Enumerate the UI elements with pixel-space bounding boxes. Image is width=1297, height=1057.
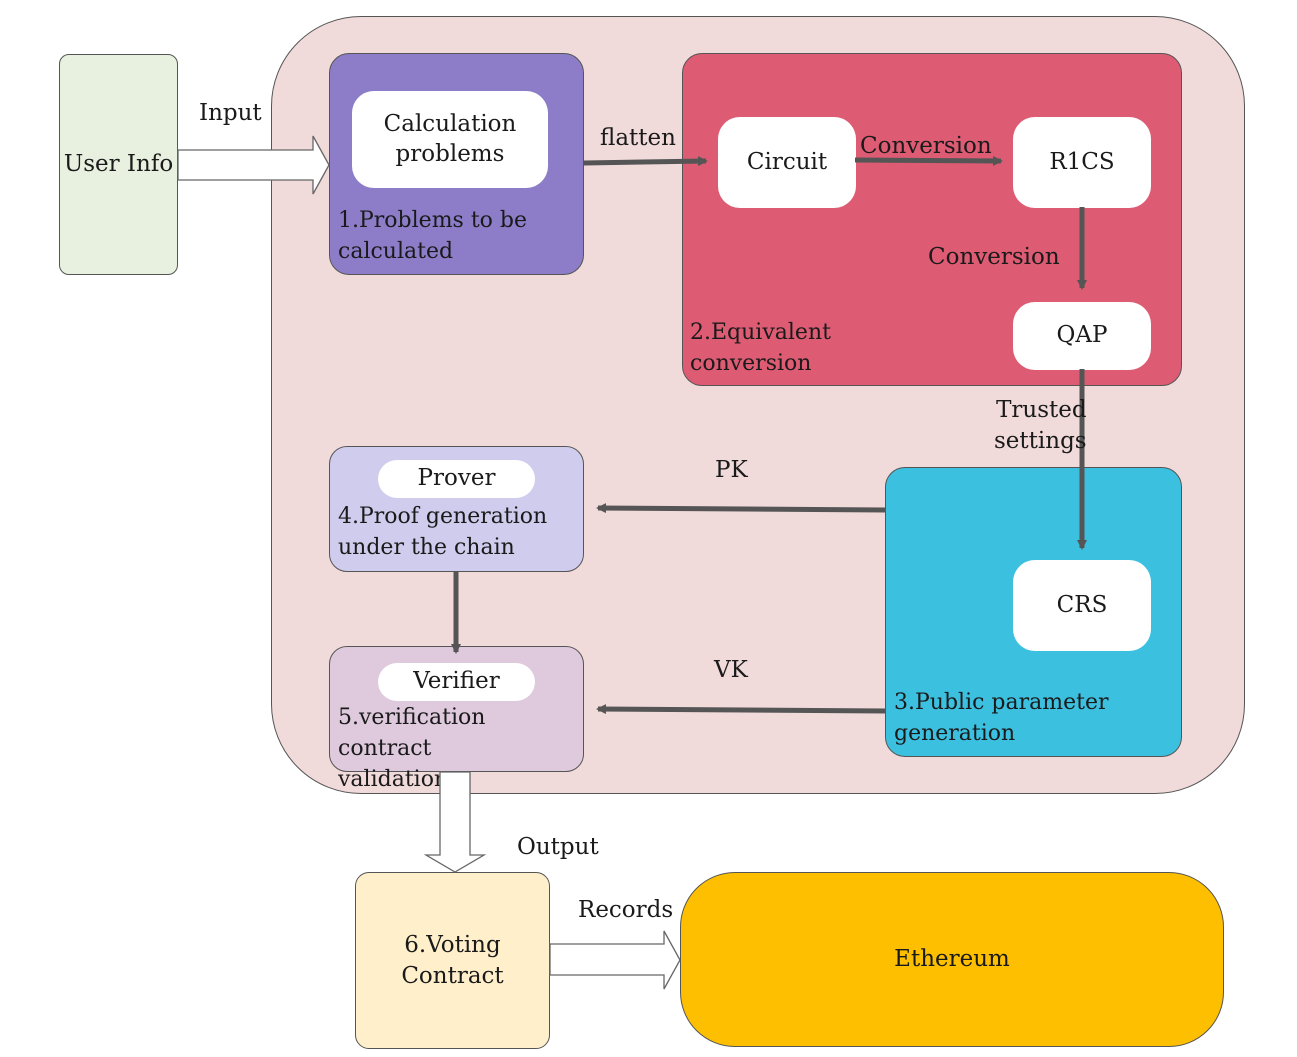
r1cs-node: R1CS (1013, 117, 1151, 208)
output-edge-label: Output (517, 834, 599, 860)
pk-arrow (596, 503, 886, 514)
stage4-panel: Prover 4.Proof generation under the chai… (329, 446, 584, 572)
output-arrow (423, 771, 487, 873)
qap-node: QAP (1013, 302, 1151, 370)
vk-edge-label: VK (714, 657, 748, 683)
stage5-panel: Verifier 5.verification contract validat… (329, 646, 584, 792)
ethereum-label: Ethereum (894, 946, 1010, 972)
stage3-panel: CRS 3.Public parameter generation (885, 467, 1182, 757)
pk-edge-label: PK (715, 457, 748, 483)
stage5-caption: 5.verification contract validation (338, 705, 486, 792)
prover-node: Prover (378, 460, 535, 498)
conversion-edge-label: Conversion (860, 133, 992, 159)
stage2-panel: Circuit R1CS QAP 2.Equivalent conversion (682, 53, 1182, 386)
stage4-caption: 4.Proof generation under the chain (338, 504, 548, 560)
stage1-panel: Calculation problems 1.Problems to be ca… (329, 53, 584, 275)
calculation-problems-node: Calculation problems (352, 91, 548, 188)
circuit-to-r1cs-arrow (854, 155, 1003, 166)
input-arrow (177, 135, 330, 195)
user-info-box: User Info (59, 54, 178, 275)
flatten-arrow (583, 156, 708, 167)
input-edge-label: Input (199, 100, 262, 126)
stage3-caption: 3.Public parameter generation (894, 690, 1109, 746)
crs-node: CRS (1013, 560, 1151, 651)
flatten-edge-label: flatten (600, 125, 676, 151)
records-arrow (549, 930, 681, 990)
records-edge-label: Records (578, 897, 674, 923)
circuit-node: Circuit (718, 117, 856, 208)
trusted-settings-edge-label: Trusted settings (994, 397, 1087, 454)
stage2-caption: 2.Equivalent conversion (690, 320, 831, 376)
voting-contract-box: 6.Voting Contract (355, 872, 550, 1049)
user-info-label: User Info (63, 151, 174, 177)
stage1-caption: 1.Problems to be calculated (338, 208, 528, 264)
verifier-node: Verifier (378, 663, 535, 701)
ethereum-box: Ethereum (680, 872, 1224, 1047)
voting-contract-label: 6.Voting Contract (401, 931, 504, 989)
vk-arrow (596, 704, 886, 715)
conversion-edge-label-2: Conversion (928, 244, 1060, 270)
